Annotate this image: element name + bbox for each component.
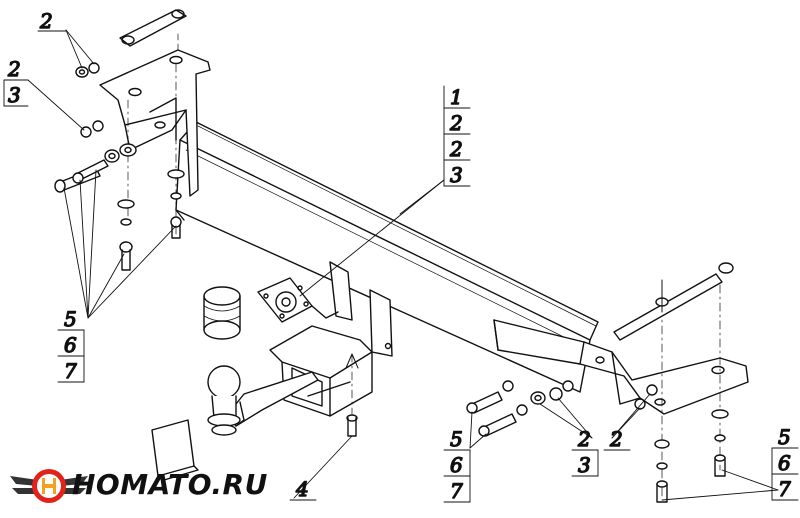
ball-cover (203, 286, 241, 340)
logo-text[interactable]: HOMATO.RU (72, 468, 268, 501)
callout-label: 5 (64, 307, 77, 331)
callout-label: 4 (295, 477, 309, 501)
callout-label: 2 (577, 427, 591, 451)
logo-h-icon (42, 478, 56, 494)
callout-label: 2 (7, 57, 21, 81)
callout-right-center-b: 2 (603, 426, 631, 452)
callout-right-center: 2 3 (571, 426, 599, 478)
callout-label: 3 (8, 83, 21, 107)
strap-plate-top (119, 9, 187, 47)
callout-label: 3 (450, 163, 463, 187)
callout-label: 5 (778, 425, 791, 449)
callout-label: 6 (778, 451, 791, 475)
right-bracket (493, 284, 749, 501)
left-hardware (54, 62, 185, 271)
callout-left-fasteners: 5 6 7 (57, 306, 85, 384)
callout-label: 3 (578, 453, 591, 477)
callout-far-right: 5 6 7 (771, 424, 799, 502)
homato-logo-emblem (10, 469, 88, 503)
leader-lines (27, 29, 779, 501)
callout-bottom-center: 4 (289, 476, 317, 502)
callout-label: 2 (449, 137, 463, 161)
callout-mid-right: 5 6 7 (443, 426, 471, 504)
callout-label: 7 (778, 477, 791, 501)
callout-label: 5 (450, 427, 463, 451)
tow-ball-mount (207, 365, 351, 436)
strap-plate-right (613, 262, 734, 341)
callout-label: 6 (450, 453, 463, 477)
hitch-plug (151, 419, 199, 481)
socket-plate (257, 277, 339, 323)
left-bracket (99, 29, 211, 237)
callout-label: 2 (609, 427, 623, 451)
callout-top-left: 2 (37, 8, 67, 34)
callout-label: 1 (450, 85, 463, 109)
receiver-assembly (269, 261, 393, 417)
callout-center-stack: 1 2 2 3 (443, 84, 471, 188)
callout-label: 6 (64, 333, 77, 357)
callout-left-pair: 2 3 (3, 56, 29, 108)
callout-label: 7 (450, 479, 463, 503)
callout-label: 2 (39, 9, 53, 33)
callout-label: 2 (449, 111, 463, 135)
right-hardware (466, 380, 729, 503)
callout-label: 7 (64, 359, 77, 383)
